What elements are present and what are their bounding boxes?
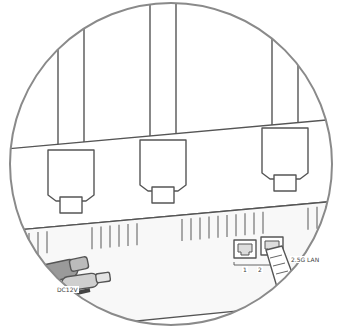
port-label: 2.5G LAN xyxy=(290,256,320,263)
port-label: 1 xyxy=(242,266,248,273)
port-label: 2 xyxy=(257,266,263,273)
power-label: DC12V xyxy=(56,286,79,293)
